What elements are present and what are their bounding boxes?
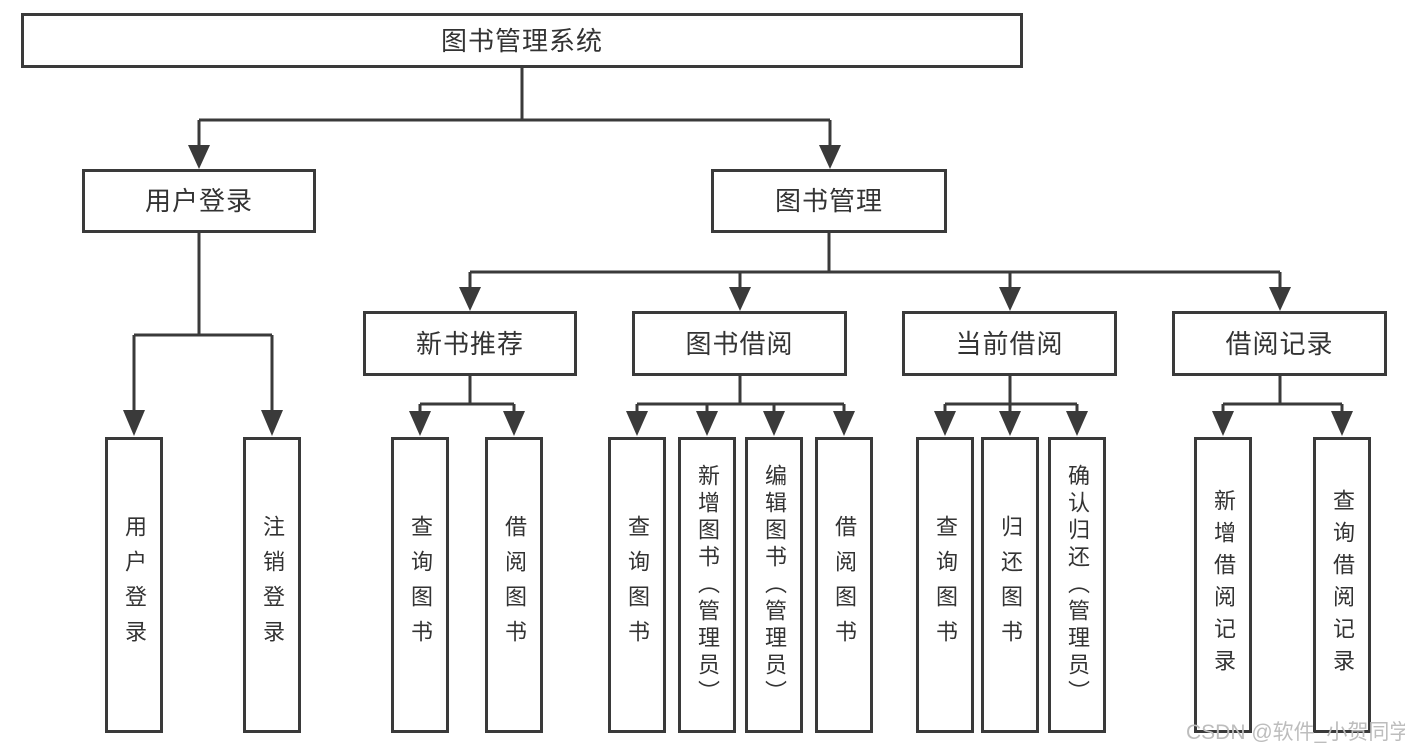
node-leaf-query-book-2: 查询图书 (608, 437, 666, 733)
node-leaf-query-book-1: 查询图书 (391, 437, 449, 733)
connector-book-borrow-to-leaves (626, 376, 855, 436)
node-borrow-record: 借阅记录 (1172, 311, 1387, 376)
watermark: CSDN @软件_小贺同学 (1186, 721, 1405, 744)
connector-new-book-rec-to-leaves (409, 376, 525, 436)
node-root: 图书管理系统 (21, 13, 1023, 68)
node-leaf-query-borrow-record: 查询借阅记录 (1313, 437, 1371, 733)
node-current-borrow: 当前借阅 (902, 311, 1117, 376)
node-leaf-confirm-return-admin: 确认归还（管理员） (1048, 437, 1106, 733)
node-leaf-add-borrow-record: 新增借阅记录 (1194, 437, 1252, 733)
node-book-mgmt: 图书管理 (711, 169, 947, 233)
node-leaf-borrow-book-1: 借阅图书 (485, 437, 543, 733)
connector-book-mgmt-to-level2 (459, 233, 1291, 311)
node-leaf-add-book-admin: 新增图书（管理员） (678, 437, 736, 733)
connector-borrow-record-to-leaves (1212, 376, 1353, 436)
node-user-login: 用户登录 (82, 169, 316, 233)
node-leaf-query-book-3: 查询图书 (916, 437, 974, 733)
node-new-book-rec: 新书推荐 (363, 311, 577, 376)
node-leaf-edit-book-admin: 编辑图书（管理员） (745, 437, 803, 733)
node-leaf-return-book: 归还图书 (981, 437, 1039, 733)
node-book-borrow: 图书借阅 (632, 311, 847, 376)
connector-user-login-to-leaves (123, 233, 283, 436)
node-leaf-user-login: 用户登录 (105, 437, 163, 733)
connector-root-to-level1 (188, 68, 841, 169)
node-leaf-logout-login: 注销登录 (243, 437, 301, 733)
node-leaf-borrow-book-2: 借阅图书 (815, 437, 873, 733)
connector-current-borrow-to-leaves (934, 376, 1088, 436)
